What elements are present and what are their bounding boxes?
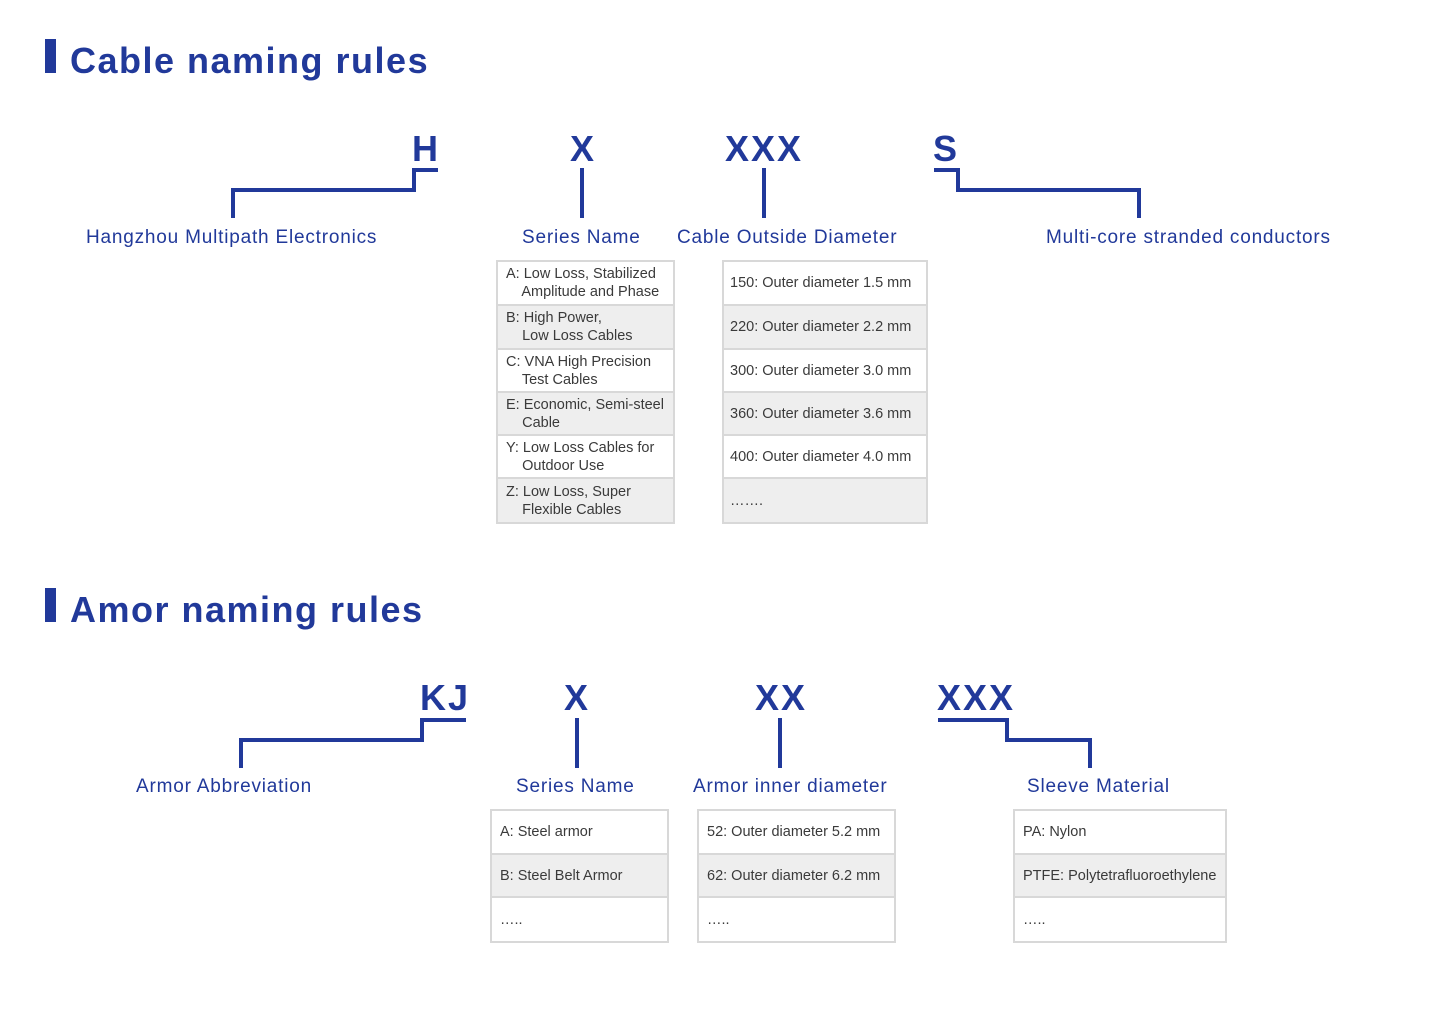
section-marker [45, 39, 56, 73]
table-row: Y: Low Loss Cables for Outdoor Use [498, 436, 673, 479]
table-row: 52: Outer diameter 5.2 mm [699, 811, 894, 855]
label-cable-diameter: Cable Outside Diameter [677, 227, 898, 248]
cell-text: ….. [707, 911, 730, 928]
table-row: 360: Outer diameter 3.6 mm [724, 393, 926, 436]
label-series-name: Series Name [516, 776, 635, 797]
label-manufacturer: Hangzhou Multipath Electronics [86, 227, 378, 248]
label-armor-diameter: Armor inner diameter [693, 776, 888, 797]
armor-diameter-table: 52: Outer diameter 5.2 mm 62: Outer diam… [697, 809, 896, 943]
table-row: B: High Power, Low Loss Cables [498, 306, 673, 350]
label-armor-abbreviation: Armor Abbreviation [136, 776, 312, 797]
cell-text: ….. [500, 911, 523, 928]
cell-text: A: Steel armor [500, 824, 593, 840]
section-title-cable: Cable naming rules [70, 40, 430, 81]
table-row: C: VNA High Precision Test Cables [498, 350, 673, 393]
armor-series-table: A: Steel armor B: Steel Belt Armor ….. [490, 809, 669, 943]
cell-text: ….. [1023, 911, 1046, 928]
diameter-table: 150: Outer diameter 1.5 mm 220: Outer di… [722, 260, 928, 524]
cell-text: PA: Nylon [1023, 824, 1087, 840]
table-row: ….. [699, 898, 894, 941]
code-x: X [570, 128, 597, 169]
table-row: PA: Nylon [1015, 811, 1225, 855]
cell-text: 220: Outer diameter 2.2 mm [730, 319, 912, 335]
cell-text: Y: Low Loss Cables for Outdoor Use [506, 439, 655, 474]
cell-text: 300: Outer diameter 3.0 mm [730, 362, 912, 379]
table-row: ….. [1015, 898, 1225, 941]
cell-text: ……. [730, 492, 764, 509]
table-row: 220: Outer diameter 2.2 mm [724, 306, 926, 350]
label-sleeve-material: Sleeve Material [1027, 776, 1170, 797]
cell-text: E: Economic, Semi-steel Cable [506, 396, 664, 431]
code-xx: XX [755, 677, 808, 718]
table-row: B: Steel Belt Armor [492, 855, 667, 898]
table-row: E: Economic, Semi-steel Cable [498, 393, 673, 436]
code-s: S [933, 128, 960, 169]
table-row: 150: Outer diameter 1.5 mm [724, 262, 926, 306]
connector-s [934, 168, 1141, 218]
table-row: ……. [724, 479, 926, 522]
cell-text: Z: Low Loss, Super Flexible Cables [506, 483, 631, 518]
section-marker [45, 588, 56, 622]
table-row: 400: Outer diameter 4.0 mm [724, 436, 926, 479]
series-table: A: Low Loss, Stabilized Amplitude and Ph… [496, 260, 675, 524]
cell-text: C: VNA High Precision Test Cables [506, 353, 652, 388]
connector-h [231, 168, 438, 218]
table-row: 300: Outer diameter 3.0 mm [724, 350, 926, 393]
label-series-name: Series Name [522, 227, 641, 248]
connector-kj [239, 718, 466, 768]
table-row: PTFE: Polytetrafluoroethylene [1015, 855, 1225, 898]
cell-text: A: Low Loss, Stabilized Amplitude and Ph… [506, 266, 660, 300]
code-xxx: XXX [937, 677, 1016, 718]
code-x: X [564, 677, 591, 718]
table-row: ….. [492, 898, 667, 941]
label-conductors: Multi-core stranded conductors [1046, 227, 1331, 248]
table-row: A: Steel armor [492, 811, 667, 855]
sleeve-material-table: PA: Nylon PTFE: Polytetrafluoroethylene … [1013, 809, 1227, 943]
table-row: 62: Outer diameter 6.2 mm [699, 855, 894, 898]
section-title-armor: Amor naming rules [70, 589, 424, 630]
connector-xxx2 [938, 718, 1092, 768]
code-xxx: XXX [725, 128, 804, 169]
cell-text: 150: Outer diameter 1.5 mm [730, 275, 912, 291]
cell-text: PTFE: Polytetrafluoroethylene [1023, 867, 1217, 884]
cell-text: 400: Outer diameter 4.0 mm [730, 448, 912, 465]
cell-text: 360: Outer diameter 3.6 mm [730, 405, 912, 422]
table-row: A: Low Loss, Stabilized Amplitude and Ph… [498, 262, 673, 306]
cell-text: 62: Outer diameter 6.2 mm [707, 867, 881, 884]
cell-text: B: Steel Belt Armor [500, 867, 623, 884]
code-kj: KJ [420, 677, 471, 718]
code-h: H [412, 128, 440, 169]
table-row: Z: Low Loss, Super Flexible Cables [498, 479, 673, 522]
cell-text: 52: Outer diameter 5.2 mm [707, 824, 881, 840]
cell-text: B: High Power, Low Loss Cables [506, 310, 633, 344]
